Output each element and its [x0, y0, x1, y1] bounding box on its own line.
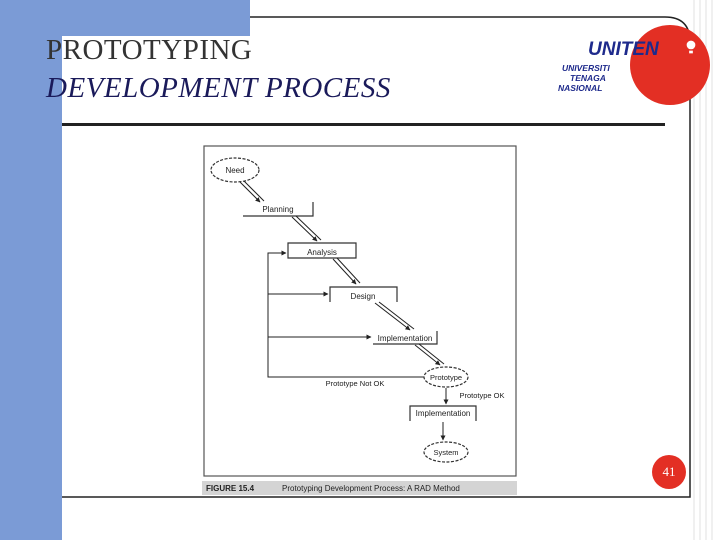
slide-title-line1: PROTOTYPING	[46, 34, 253, 66]
figure-number: FIGURE 15.4	[206, 484, 255, 493]
prototype-ok-label: Prototype OK	[459, 391, 504, 400]
implementation2-step	[409, 405, 477, 421]
logo-line1: UNIVERSITI	[562, 63, 610, 73]
implementation-label: Implementation	[378, 334, 433, 343]
logo-brand: UNITEN	[588, 39, 660, 60]
prototype-label: Prototype	[430, 373, 462, 382]
design-label: Design	[351, 292, 376, 301]
analysis-label: Analysis	[307, 248, 337, 257]
slide-title-line2: DEVELOPMENT PROCESS	[46, 72, 391, 104]
frame-decor-lines	[693, 0, 713, 540]
analysis-step	[287, 242, 357, 259]
figure-border	[203, 145, 517, 477]
flow-arrows	[239, 180, 449, 441]
logo-line2: TENAGA	[570, 73, 606, 83]
implementation2-label: Implementation	[416, 409, 471, 418]
system-node	[423, 441, 469, 463]
need-label: Need	[225, 166, 244, 175]
page-number: 41	[652, 455, 686, 489]
need-node	[210, 157, 260, 183]
figure-caption: Prototyping Development Process: A RAD M…	[282, 484, 460, 493]
left-blue-sidebar	[0, 0, 62, 540]
prototype-not-ok-label: Prototype Not OK	[326, 379, 385, 388]
logo-red-circle	[630, 25, 710, 105]
logo-line3: NASIONAL	[558, 83, 602, 93]
title-underline	[62, 123, 665, 126]
planning-step	[243, 202, 314, 217]
caption-bar	[202, 481, 517, 495]
planning-label: Planning	[262, 205, 293, 214]
uniten-logo: UNITEN UNIVERSITI TENAGA NASIONAL	[558, 25, 710, 105]
system-label: System	[433, 448, 458, 457]
feedback-loop	[267, 250, 424, 378]
implementation-step	[373, 331, 438, 345]
design-step	[329, 286, 398, 302]
lamp-icon	[685, 39, 697, 55]
prototyping-diagram: Need Planning Analysis Design Implementa…	[202, 145, 517, 495]
